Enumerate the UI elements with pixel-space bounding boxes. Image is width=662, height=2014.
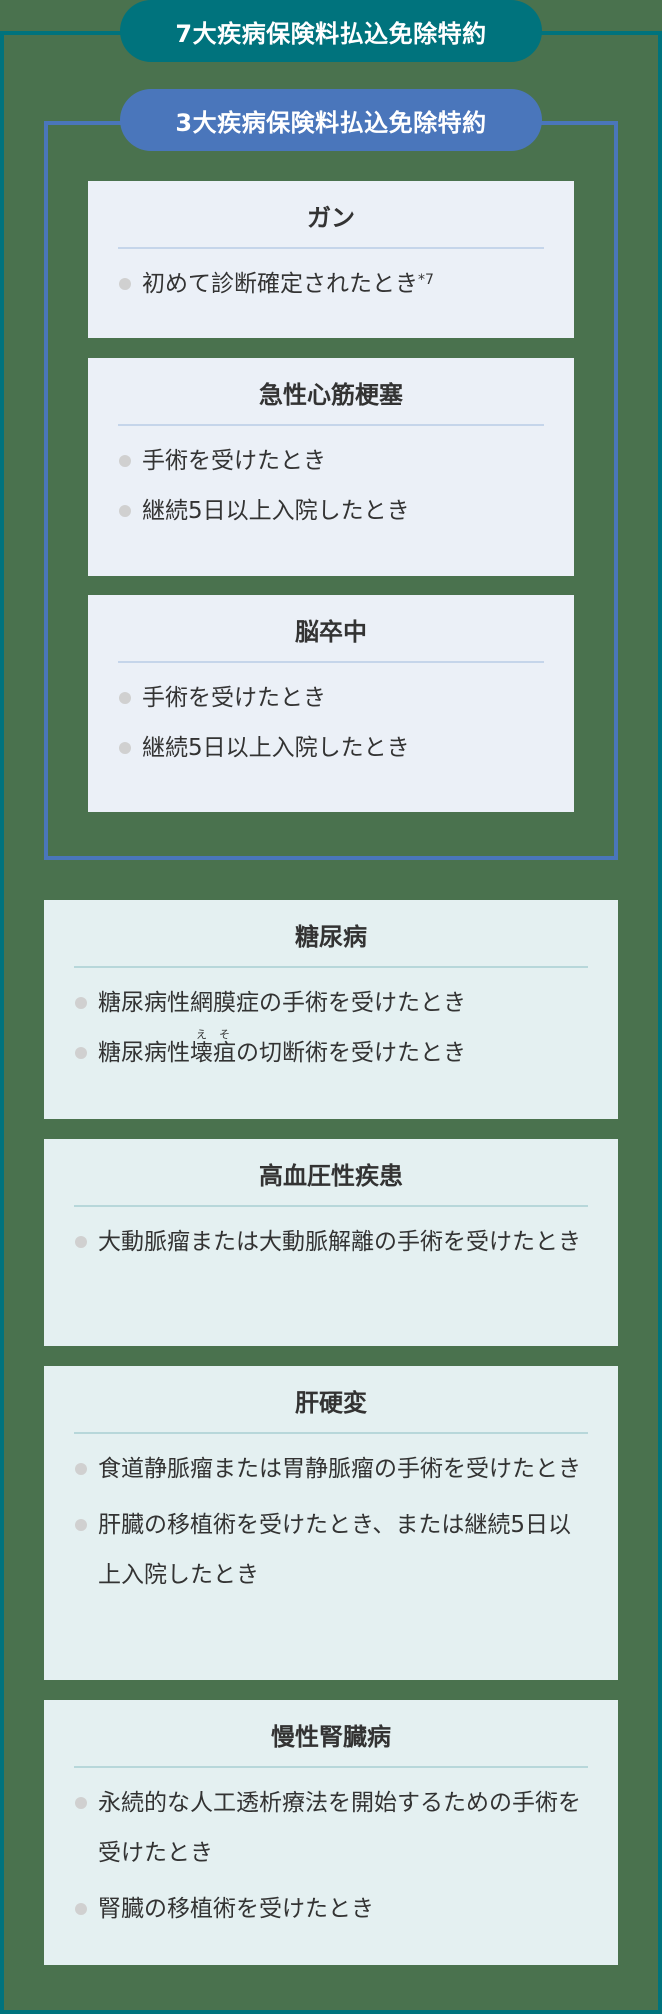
disease-card-chronic-kidney: 慢性腎臓病 永続的な人工透析療法を開始するための手術を受けたとき 腎臓の移植術を…	[44, 1700, 618, 1965]
divider	[74, 1205, 588, 1207]
disease-card-stroke: 脳卒中 手術を受けたとき 継続5日以上入院したとき	[88, 595, 574, 812]
item-text: 糖尿病性網膜症の手術を受けたとき	[98, 990, 466, 1016]
bullet-icon	[119, 692, 131, 704]
list-item: 継続5日以上入院したとき	[118, 723, 544, 773]
three-disease-rider-title: 3大疾病保険料払込免除特約	[175, 108, 487, 137]
seven-disease-rider-title: 7大疾病保険料払込免除特約	[175, 19, 487, 48]
bullet-icon	[75, 1519, 87, 1531]
bullet-icon	[75, 1463, 87, 1475]
ruby-base: 疽	[213, 1040, 236, 1066]
bullet-icon	[75, 1047, 87, 1059]
disease-card-cirrhosis: 肝硬変 食道静脈瘤または胃静脈瘤の手術を受けたとき 肝臓の移植術を受けたとき、ま…	[44, 1366, 618, 1680]
card-title: 慢性腎臓病	[271, 1723, 391, 1751]
list-item: 手術を受けたとき	[118, 673, 544, 723]
ruby-text: え	[190, 1028, 213, 1041]
bullet-icon	[75, 1236, 87, 1248]
bullet-icon	[75, 997, 87, 1009]
item-text: の切断術を受けたとき	[236, 1040, 466, 1066]
list-item: 糖尿病性網膜症の手術を受けたとき	[74, 978, 588, 1028]
card-title: 糖尿病	[295, 923, 367, 951]
item-text: 永続的な人工透析療法を開始するための手術を受けたとき	[98, 1790, 581, 1866]
list-item: 肝臓の移植術を受けたとき、または継続5日以上入院したとき	[74, 1500, 588, 1600]
divider	[118, 424, 544, 426]
bullet-icon	[75, 1797, 87, 1809]
item-text: 食道静脈瘤または胃静脈瘤の手術を受けたとき	[98, 1456, 581, 1482]
item-text: 糖尿病性	[98, 1040, 190, 1066]
bullet-icon	[119, 278, 131, 290]
item-text: 肝臓の移植術を受けたとき、または継続5日以上入院したとき	[98, 1512, 572, 1588]
list-item: 永続的な人工透析療法を開始するための手術を受けたとき	[74, 1778, 588, 1878]
list-item: 手術を受けたとき	[118, 436, 544, 486]
three-disease-rider-label: 3大疾病保険料払込免除特約	[120, 89, 542, 151]
item-text: 初めて診断確定されたとき	[142, 271, 418, 297]
item-text: 継続5日以上入院したとき	[142, 735, 410, 761]
ruby-text: そ	[213, 1028, 236, 1041]
item-text: 手術を受けたとき	[142, 448, 326, 474]
seven-disease-rider-label: 7大疾病保険料払込免除特約	[120, 0, 542, 62]
ruby-gangrene-2: 疽そ	[213, 1028, 236, 1066]
item-text: 継続5日以上入院したとき	[142, 498, 410, 524]
divider	[74, 966, 588, 968]
bullet-icon	[119, 505, 131, 517]
item-text: 手術を受けたとき	[142, 685, 326, 711]
card-title: ガン	[307, 204, 355, 232]
item-text: 大動脈瘤または大動脈解離の手術を受けたとき	[98, 1229, 581, 1255]
card-title: 肝硬変	[295, 1389, 367, 1417]
ruby-base: 壊	[190, 1040, 213, 1066]
ruby-gangrene-1: 壊え	[190, 1028, 213, 1066]
divider	[74, 1432, 588, 1434]
bullet-icon	[119, 742, 131, 754]
list-item: 初めて診断確定されたとき*7	[118, 259, 544, 309]
disease-card-cancer: ガン 初めて診断確定されたとき*7	[88, 181, 574, 338]
list-item: 食道静脈瘤または胃静脈瘤の手術を受けたとき	[74, 1444, 588, 1494]
list-item: 大動脈瘤または大動脈解離の手術を受けたとき	[74, 1217, 588, 1267]
disease-card-diabetes: 糖尿病 糖尿病性網膜症の手術を受けたとき 糖尿病性壊え疽その切断術を受けたとき	[44, 900, 618, 1119]
bullet-icon	[75, 1903, 87, 1915]
card-title: 急性心筋梗塞	[259, 381, 403, 409]
item-text: 腎臓の移植術を受けたとき	[98, 1896, 374, 1922]
bullet-icon	[119, 455, 131, 467]
disease-card-hypertension: 高血圧性疾患 大動脈瘤または大動脈解離の手術を受けたとき	[44, 1139, 618, 1346]
disease-card-myocardial-infarction: 急性心筋梗塞 手術を受けたとき 継続5日以上入院したとき	[88, 358, 574, 576]
list-item: 腎臓の移植術を受けたとき	[74, 1884, 588, 1934]
divider	[118, 247, 544, 249]
card-title: 高血圧性疾患	[259, 1162, 403, 1190]
list-item: 継続5日以上入院したとき	[118, 486, 544, 536]
footnote-ref: *7	[418, 272, 434, 288]
card-title: 脳卒中	[295, 618, 367, 646]
divider	[118, 661, 544, 663]
divider	[74, 1766, 588, 1768]
list-item: 糖尿病性壊え疽その切断術を受けたとき	[74, 1028, 588, 1078]
